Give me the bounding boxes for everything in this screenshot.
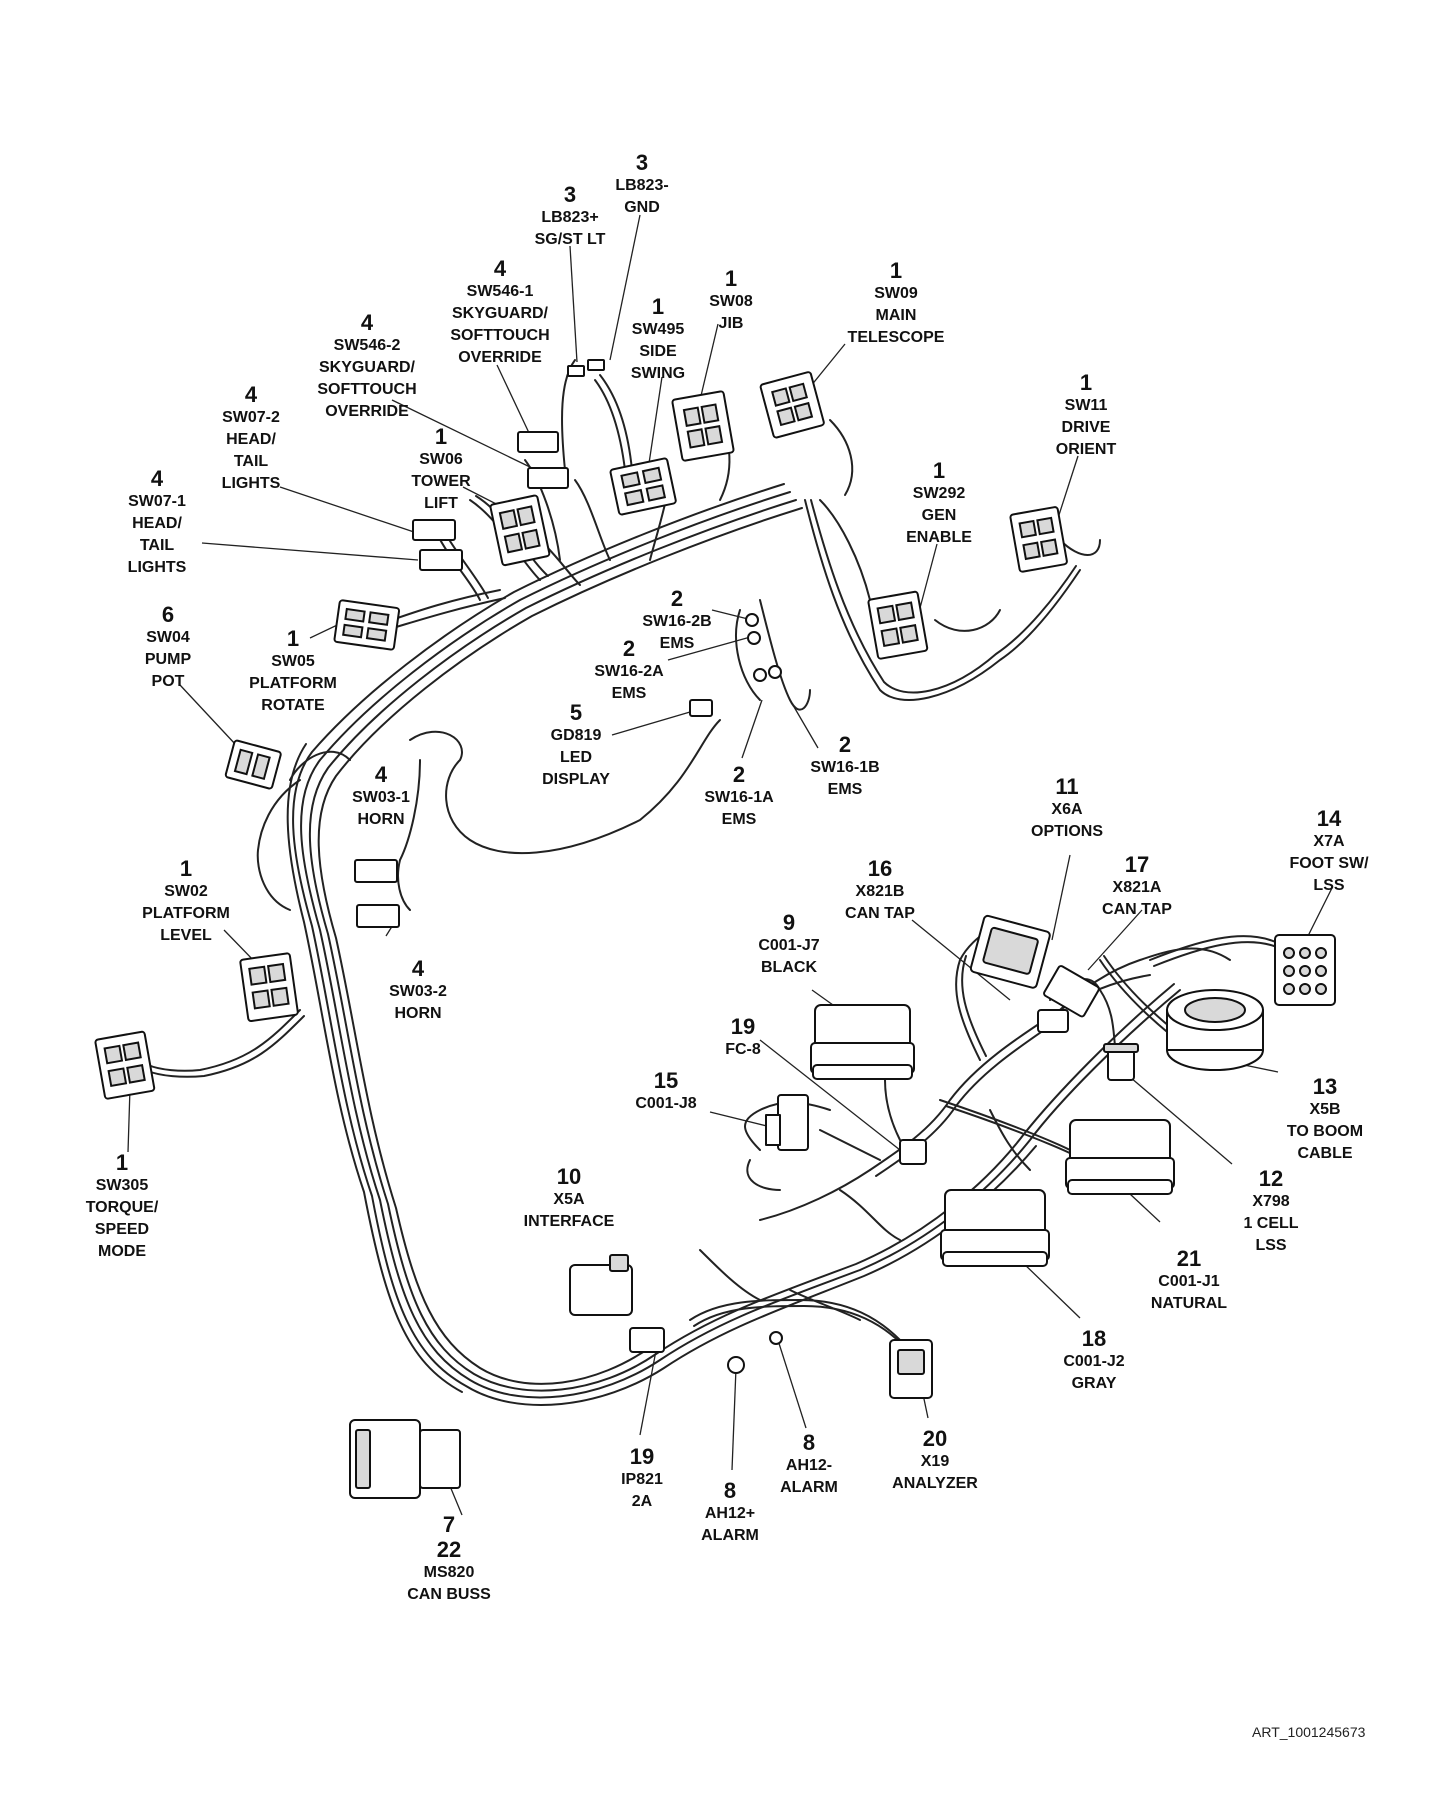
callout-sw07-2: 4 SW07-2 HEAD/ TAIL LIGHTS [221,382,281,492]
callout-sw495: 1 SW495 SIDE SWING [630,294,686,382]
callout-sw305: 1 SW305 TORQUE/ SPEED MODE [85,1150,159,1260]
callout-c001-j1: 21 C001-J1 NATURAL [1150,1246,1228,1312]
plug-gd819 [689,699,713,717]
connector-x821a [1043,965,1100,1018]
callout-c001-j8: 15 C001-J8 [635,1068,697,1112]
callout-ah12-minus: 8 AH12- ALARM [780,1430,838,1496]
switch-sw06 [489,494,551,567]
switch-sw495 [609,457,677,516]
plug-sw546-2 [527,467,569,489]
ring-ah12-minus [769,1331,783,1345]
callout-x5b: 13 X5B TO BOOM CABLE [1286,1074,1364,1162]
connector-x5b [1166,989,1264,1071]
callout-sw08: 1 SW08 JIB [709,266,753,332]
callout-sw16-2b: 2 SW16-2B EMS [642,586,712,652]
callout-ah12-plus: 8 AH12+ ALARM [701,1478,759,1544]
connector-x6a [969,914,1051,989]
callout-fc-8: 19 FC-8 [725,1014,761,1058]
callout-sw02: 1 SW02 PLATFORM LEVEL [142,856,230,944]
callout-sw03-2: 4 SW03-2 HORN [389,956,447,1022]
callout-sw05: 1 SW05 PLATFORM ROTATE [249,626,337,714]
callout-lb823-plus: 3 LB823+ SG/ST LT [534,182,606,248]
callout-sw16-1a: 2 SW16-1A EMS [704,762,774,828]
callout-sw292: 1 SW292 GEN ENABLE [906,458,972,546]
switch-sw292 [867,590,929,660]
plug-sw03-1 [354,859,398,883]
callout-c001-j7: 9 C001-J7 BLACK [758,910,820,976]
callout-x6a: 11 X6A OPTIONS [1030,774,1104,840]
callout-sw09: 1 SW09 MAIN TELESCOPE [847,258,945,346]
ring-ah12-plus [727,1356,745,1374]
switch-sw09 [759,371,825,439]
pot-sw04 [224,739,282,790]
switch-sw305 [94,1030,156,1100]
switch-sw02 [239,952,299,1023]
plug-sw546-1 [517,431,559,453]
connector-x5a [569,1254,633,1316]
callout-sw06: 1 SW06 TOWER LIFT [411,424,471,512]
connectors [94,359,1336,1499]
connector-x798 [1103,1043,1139,1081]
callout-gd819: 5 GD819 LED DISPLAY [542,700,610,788]
plug-sw03-2 [356,904,400,928]
callout-ip821: 19 IP821 2A [621,1444,663,1510]
connector-c001-j1 [1065,1119,1175,1195]
plug-sw07-1 [419,549,463,571]
callout-sw16-1b: 2 SW16-1B EMS [810,732,880,798]
callout-sw04: 6 SW04 PUMP POT [144,602,192,690]
callout-sw03-1: 4 SW03-1 HORN [352,762,410,828]
callout-c001-j2: 18 C001-J2 GRAY [1063,1326,1125,1392]
plug-sw07-2 [412,519,456,541]
plug-lb823-plus [567,365,585,377]
connector-x19 [889,1339,933,1399]
art-id: ART_1001245673 [1252,1724,1366,1740]
callout-sw546-1: 4 SW546-1 SKYGUARD/ SOFTTOUCH OVERRIDE [450,256,550,366]
callout-x821b: 16 X821B CAN TAP [845,856,915,922]
switch-sw11 [1009,506,1068,573]
terminals-ems [745,613,782,682]
leader-lines [127,214,1333,1516]
callout-x19: 20 X19 ANALYZER [892,1426,978,1492]
callout-x821a: 17 X821A CAN TAP [1102,852,1172,918]
connector-x7a [1274,934,1336,1006]
fuse-ip821 [629,1327,665,1353]
plug-lb823-minus [587,359,605,371]
callout-ms820: 7 22 MS820 CAN BUSS [407,1512,491,1603]
callout-x798: 12 X798 1 CELL LSS [1243,1166,1299,1254]
connector-ms820 [349,1419,461,1499]
connector-x821b [1037,1009,1069,1033]
callout-x5a: 10 X5A INTERFACE [523,1164,615,1230]
callout-sw16-2a: 2 SW16-2A EMS [594,636,664,702]
callout-sw07-1: 4 SW07-1 HEAD/ TAIL LIGHTS [127,466,187,576]
fuse-fc8 [899,1139,927,1165]
callout-sw546-2: 4 SW546-2 SKYGUARD/ SOFTTOUCH OVERRIDE [317,310,417,420]
callout-x7a: 14 X7A FOOT SW/ LSS [1289,806,1369,894]
connector-c001-j8 [765,1094,809,1151]
switch-sw05 [333,599,401,651]
switch-sw08 [671,390,735,462]
callout-lb823-minus: 3 LB823- GND [615,150,669,216]
connector-c001-j2 [940,1189,1050,1267]
callout-sw11: 1 SW11 DRIVE ORIENT [1055,370,1117,458]
connector-c001-j7 [810,1004,915,1080]
